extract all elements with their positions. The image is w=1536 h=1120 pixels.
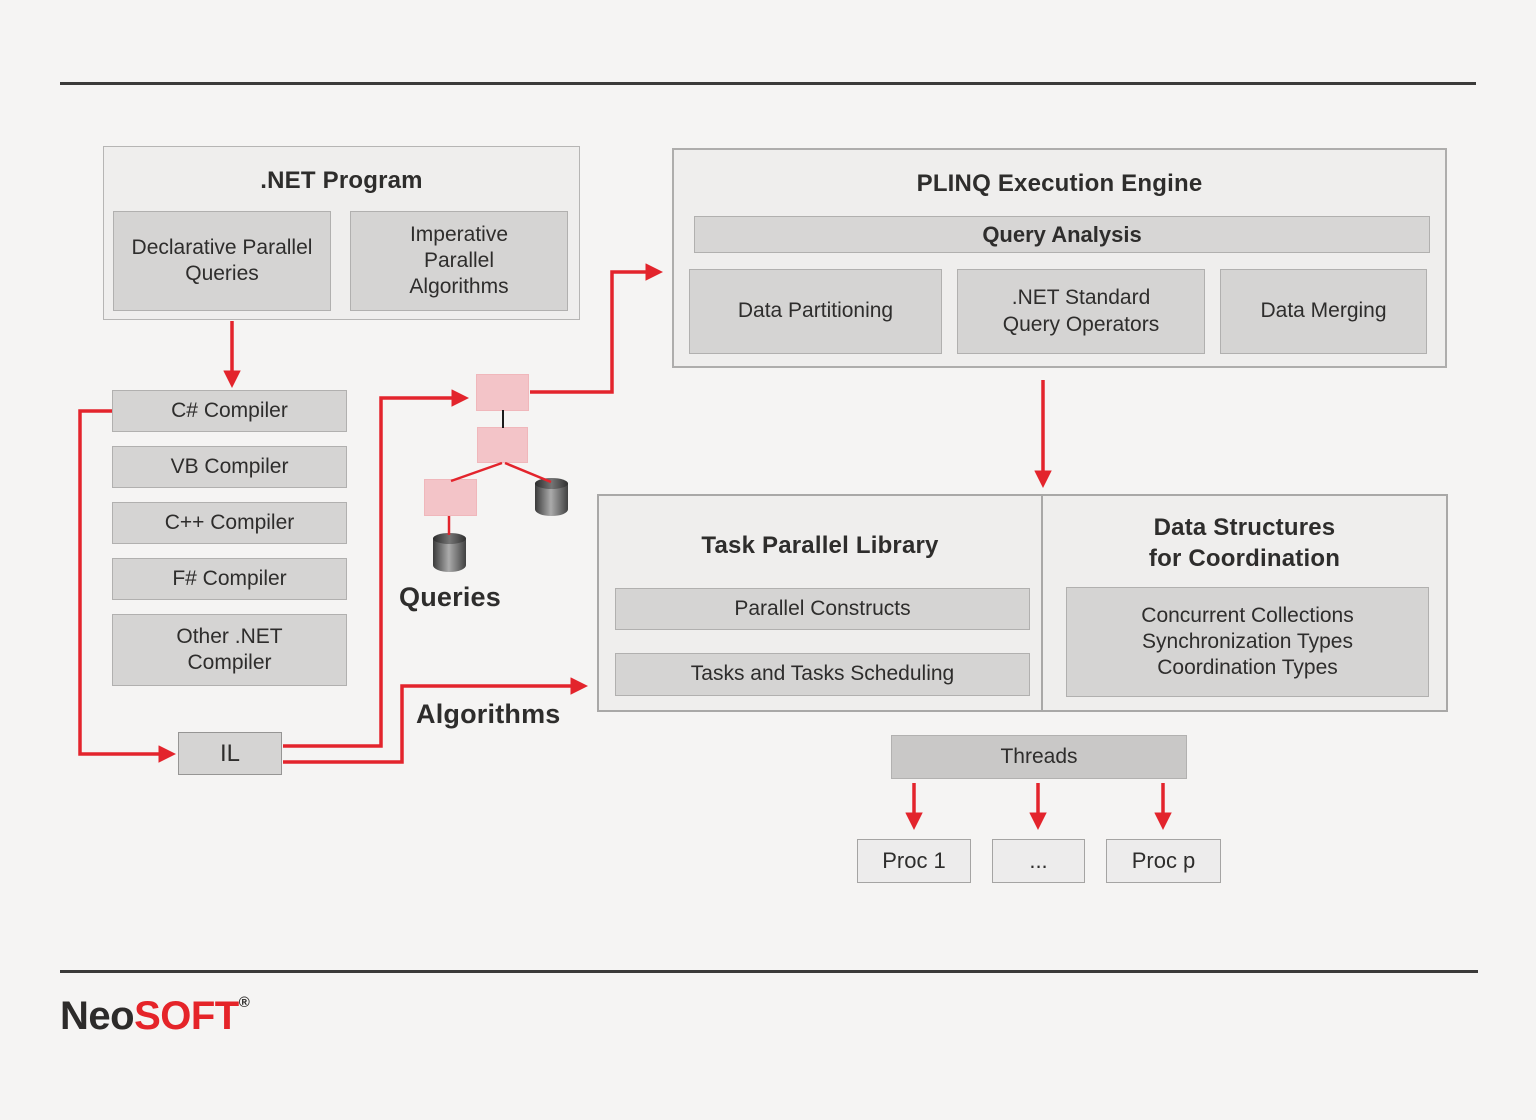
vb-compiler-box: VB Compiler xyxy=(112,446,347,488)
query-analysis-label: Query Analysis xyxy=(982,221,1142,247)
cpp-compiler-box: C++ Compiler xyxy=(112,502,347,544)
declarative-parallel-queries-label: Declarative Parallel Queries xyxy=(131,235,313,285)
net-standard-query-operators-box: .NET Standard Query Operators xyxy=(957,269,1205,354)
tasks-scheduling-label: Tasks and Tasks Scheduling xyxy=(690,662,955,686)
proc-1-box: Proc 1 xyxy=(857,839,971,883)
proc-p-box: Proc p xyxy=(1106,839,1221,883)
bottom-divider-rule xyxy=(60,970,1478,973)
data-structures-coordination-box: Data Structures for Coordination Concurr… xyxy=(1041,494,1448,712)
queries-label: Queries xyxy=(399,582,501,612)
top-divider-rule xyxy=(60,82,1476,85)
task-parallel-library-box: Task Parallel Library Parallel Construct… xyxy=(597,494,1043,712)
fsharp-compiler-label: F# Compiler xyxy=(172,566,287,590)
query-analysis-box: Query Analysis xyxy=(694,216,1430,253)
dsc-title: Data Structures for Coordination xyxy=(1043,512,1446,574)
vb-compiler-label: VB Compiler xyxy=(170,454,289,478)
imperative-parallel-algorithms-box: Imperative Parallel Algorithms xyxy=(350,211,568,311)
csharp-compiler-label: C# Compiler xyxy=(171,398,288,422)
proc-ellipsis-box: ... xyxy=(992,839,1085,883)
plinq-title: PLINQ Execution Engine xyxy=(916,170,1203,197)
data-cylinder-icon xyxy=(433,533,466,572)
tasks-scheduling-box: Tasks and Tasks Scheduling xyxy=(615,653,1030,696)
parallel-constructs-box: Parallel Constructs xyxy=(615,588,1030,630)
net-program-title: .NET Program xyxy=(260,167,423,194)
proc-p-label: Proc p xyxy=(1131,848,1196,873)
query-node-icon xyxy=(477,427,528,463)
coordination-types-label: Coordination Types xyxy=(1157,656,1338,680)
threads-label: Threads xyxy=(1000,744,1078,768)
data-partitioning-label: Data Partitioning xyxy=(737,299,894,323)
other-net-compiler-label: Other .NET Compiler xyxy=(176,624,283,674)
logo-neo-text: Neo xyxy=(60,994,135,1038)
data-partitioning-box: Data Partitioning xyxy=(689,269,942,354)
dsc-title-line1: Data Structures xyxy=(1153,514,1336,541)
csharp-compiler-box: C# Compiler xyxy=(112,390,347,432)
cpp-compiler-label: C++ Compiler xyxy=(164,510,295,534)
other-net-compiler-box: Other .NET Compiler xyxy=(112,614,347,686)
query-node-icon xyxy=(476,374,529,411)
threads-box: Threads xyxy=(891,735,1187,779)
logo-soft-text: SOFT xyxy=(134,994,239,1038)
parallel-constructs-label: Parallel Constructs xyxy=(734,596,911,620)
il-label: IL xyxy=(219,739,240,767)
data-merging-box: Data Merging xyxy=(1220,269,1427,354)
data-cylinder-top xyxy=(535,478,568,489)
neosoft-logo: NeoSOFT® xyxy=(60,994,250,1039)
query-node-icon xyxy=(424,479,477,516)
net-standard-query-operators-label: .NET Standard Query Operators xyxy=(1002,286,1160,336)
algorithms-label: Algorithms xyxy=(416,699,561,729)
proc-1-label: Proc 1 xyxy=(882,848,946,873)
registered-trademark-icon: ® xyxy=(238,994,250,1011)
tpl-title: Task Parallel Library xyxy=(701,532,939,559)
data-merging-label: Data Merging xyxy=(1260,299,1387,323)
proc-ellipsis-label: ... xyxy=(1029,848,1048,873)
dsc-title-line2: for Coordination xyxy=(1148,545,1341,573)
fsharp-compiler-box: F# Compiler xyxy=(112,558,347,600)
data-cylinder-top xyxy=(433,533,466,544)
plinq-execution-engine-box: PLINQ Execution Engine Query Analysis Da… xyxy=(672,148,1447,368)
concurrent-collections-label: Concurrent Collections xyxy=(1141,603,1354,627)
il-box: IL xyxy=(178,732,282,775)
imperative-parallel-algorithms-label: Imperative Parallel Algorithms xyxy=(409,222,509,299)
data-cylinder-icon xyxy=(535,478,568,516)
synchronization-types-label: Synchronization Types xyxy=(1142,629,1353,653)
coordination-types-box: Concurrent Collections Synchronization T… xyxy=(1066,587,1429,697)
declarative-parallel-queries-box: Declarative Parallel Queries xyxy=(113,211,331,311)
net-program-box: .NET Program Declarative Parallel Querie… xyxy=(103,146,580,320)
